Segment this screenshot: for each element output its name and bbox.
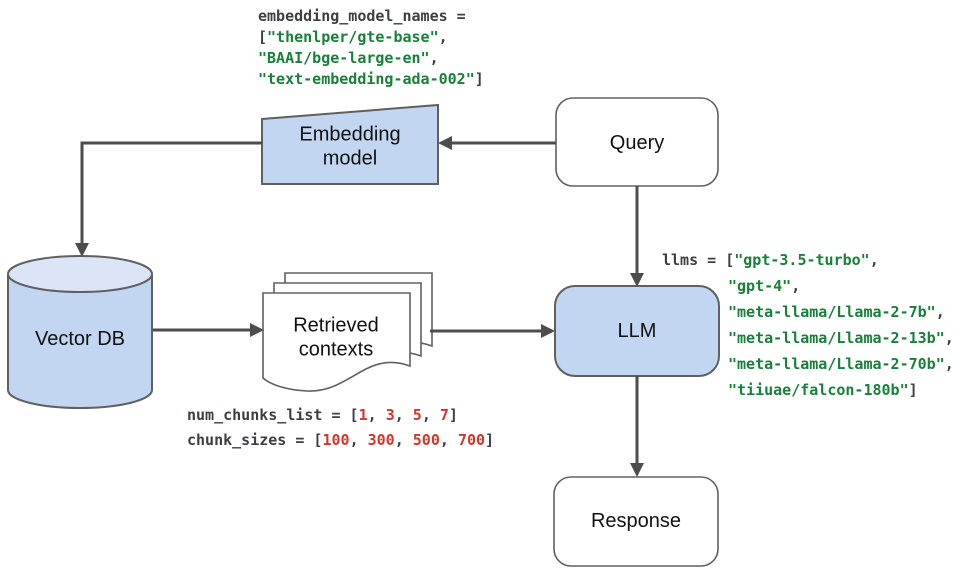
- arrowhead-contexts-to-llm: [541, 324, 555, 338]
- arrowhead-vectordb-to-contexts: [250, 323, 264, 337]
- document-page-front: [262, 292, 411, 392]
- arrowhead-query-to-embedding: [438, 136, 452, 150]
- arrow-embedding-to-vectordb: [80, 141, 262, 244]
- arrowhead-llm-to-response: [630, 463, 644, 477]
- embedding-model-shape: [261, 103, 439, 185]
- embedding-model-label: Embedding model: [299, 123, 401, 170]
- arrowhead-embedding-to-vectordb: [75, 243, 89, 257]
- query-label: Query: [609, 131, 665, 154]
- llm-label: LLM: [617, 319, 657, 342]
- llms-annotation: llms = ["gpt-3.5-turbo","gpt-4","meta-ll…: [662, 251, 954, 399]
- vector-db-cylinder-top: [7, 255, 153, 293]
- response-label: Response: [590, 509, 682, 532]
- response-shape: [553, 476, 719, 567]
- retrieved-contexts-label: Retrieved contexts: [293, 314, 379, 361]
- embedding-model-names-annotation: embedding_model_names =["thenlper/gte-ba…: [258, 7, 484, 88]
- arrowhead-query-to-llm: [630, 273, 644, 287]
- chunk-settings-annotation: num_chunks_list = [1, 3, 5, 7]chunk_size…: [187, 406, 495, 449]
- vector-db-label: Vector DB: [34, 327, 126, 350]
- vector-db-cylinder-body: [7, 274, 153, 409]
